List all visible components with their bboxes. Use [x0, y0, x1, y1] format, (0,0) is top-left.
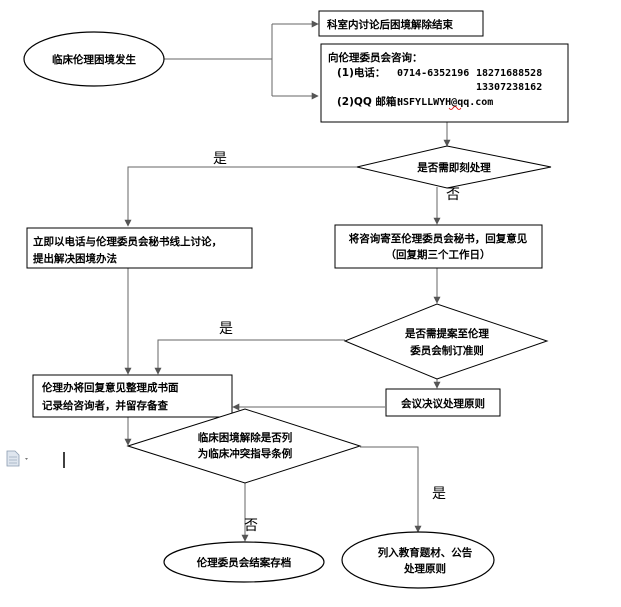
- ethics-office-box: [32, 374, 233, 418]
- edge-label-yes-1: 是: [213, 151, 227, 167]
- decision-proposal: [343, 303, 549, 380]
- edge-decision2-yes: [154, 339, 345, 375]
- edge-label-yes-3: 是: [432, 486, 446, 502]
- consult-qq-email: HSFYLLWYH@qq.com: [397, 97, 493, 108]
- chevron-down-icon[interactable]: [25, 458, 28, 460]
- consult-title: 向伦理委员会咨询：: [328, 51, 423, 64]
- edge-decision1-yes: [124, 166, 357, 227]
- education-line1: 列入教育题材、公告: [378, 546, 473, 559]
- edges: [124, 20, 451, 542]
- edge-label-yes-2: 是: [219, 321, 233, 337]
- edge-decision3-yes: [360, 446, 422, 533]
- phone-discuss-box: [26, 227, 253, 269]
- document-icon[interactable]: [6, 450, 28, 467]
- ethics-office-line1: 伦理办将回复意见整理成书面: [41, 381, 179, 394]
- discuss-end-label: 科室内讨论后困境解除结束: [327, 18, 453, 31]
- mail-secretary-line2: （回复期三个工作日）: [386, 248, 491, 261]
- meeting-resolve-box: [385, 388, 501, 417]
- discuss-end-box: [318, 10, 484, 37]
- decision-proposal-line1: 是否需提案至伦理: [404, 327, 489, 340]
- consult-qq-prefix: (2)QQ 邮箱：: [337, 95, 407, 108]
- decision-proposal-line2: 委员会制订准则: [409, 344, 484, 357]
- decision-guideline: [126, 408, 362, 484]
- edge-label-no-1: 否: [446, 187, 460, 203]
- education-line2: 处理原则: [403, 562, 446, 575]
- edge-label-no-2: 否: [244, 518, 258, 534]
- consult-phone-3: 13307238162: [476, 82, 542, 93]
- start-node-label: 临床伦理困境发生: [52, 53, 136, 66]
- archive-label: 伦理委员会结案存档: [196, 556, 292, 569]
- consult-phone-prefix: (1)电话：: [337, 66, 385, 79]
- phone-discuss-line2: 提出解决困境办法: [33, 252, 117, 265]
- ethics-office-line2: 记录给咨询者，并留存备查: [42, 399, 168, 412]
- decision-guideline-line2: 为临床冲突指导条例: [198, 447, 293, 460]
- archive-node: [163, 541, 325, 583]
- decision-guideline-line1: 临床困境解除是否列: [198, 431, 293, 444]
- phone-discuss-line1: 立即以电话与伦理委员会秘书线上讨论，: [33, 235, 222, 248]
- start-node: [23, 31, 165, 87]
- spellcheck-squiggle: [448, 106, 462, 110]
- consult-phone-2: 18271688528: [476, 68, 542, 79]
- consult-phone-1: 0714-6352196: [397, 68, 469, 79]
- education-node: [341, 531, 495, 589]
- consult-box: [320, 43, 569, 123]
- meeting-resolve-label: 会议决议处理原则: [401, 397, 485, 410]
- decision-immediate-label: 是否需即刻处理: [416, 161, 491, 174]
- mail-secretary-box: [334, 224, 543, 269]
- decision-immediate: [356, 145, 552, 189]
- mail-secretary-line1: 将咨询寄至伦理委员会秘书，回复意见: [349, 232, 528, 245]
